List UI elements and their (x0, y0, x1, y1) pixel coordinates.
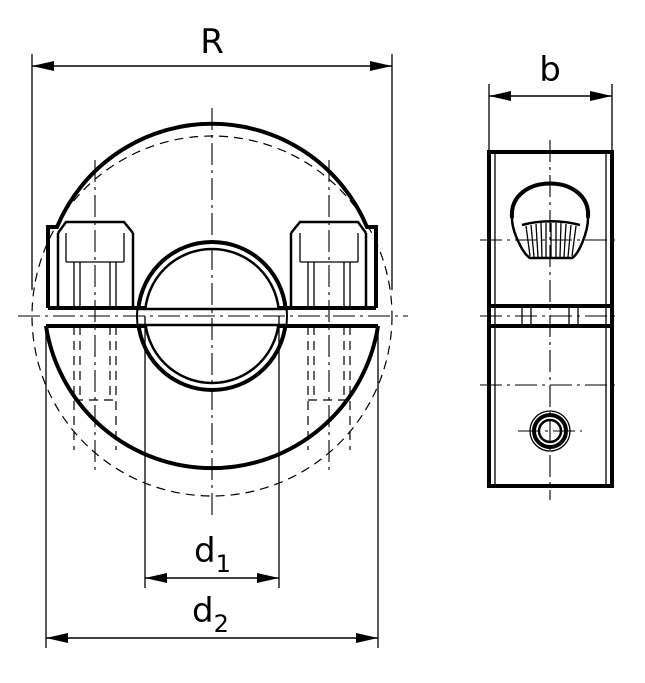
dimension-d2: d2 (45, 326, 379, 648)
dimension-b: b (488, 50, 613, 150)
dimension-d1: d1 (144, 316, 280, 588)
right-screw (289, 220, 368, 450)
front-view (18, 108, 408, 520)
dimension-label-b: b (539, 50, 561, 90)
dimension-label-d1: d1 (194, 531, 231, 578)
dimension-label-d2: d2 (192, 591, 229, 638)
dimension-R: R (31, 22, 393, 290)
dimension-label-R: R (200, 22, 224, 62)
side-view (480, 140, 620, 500)
